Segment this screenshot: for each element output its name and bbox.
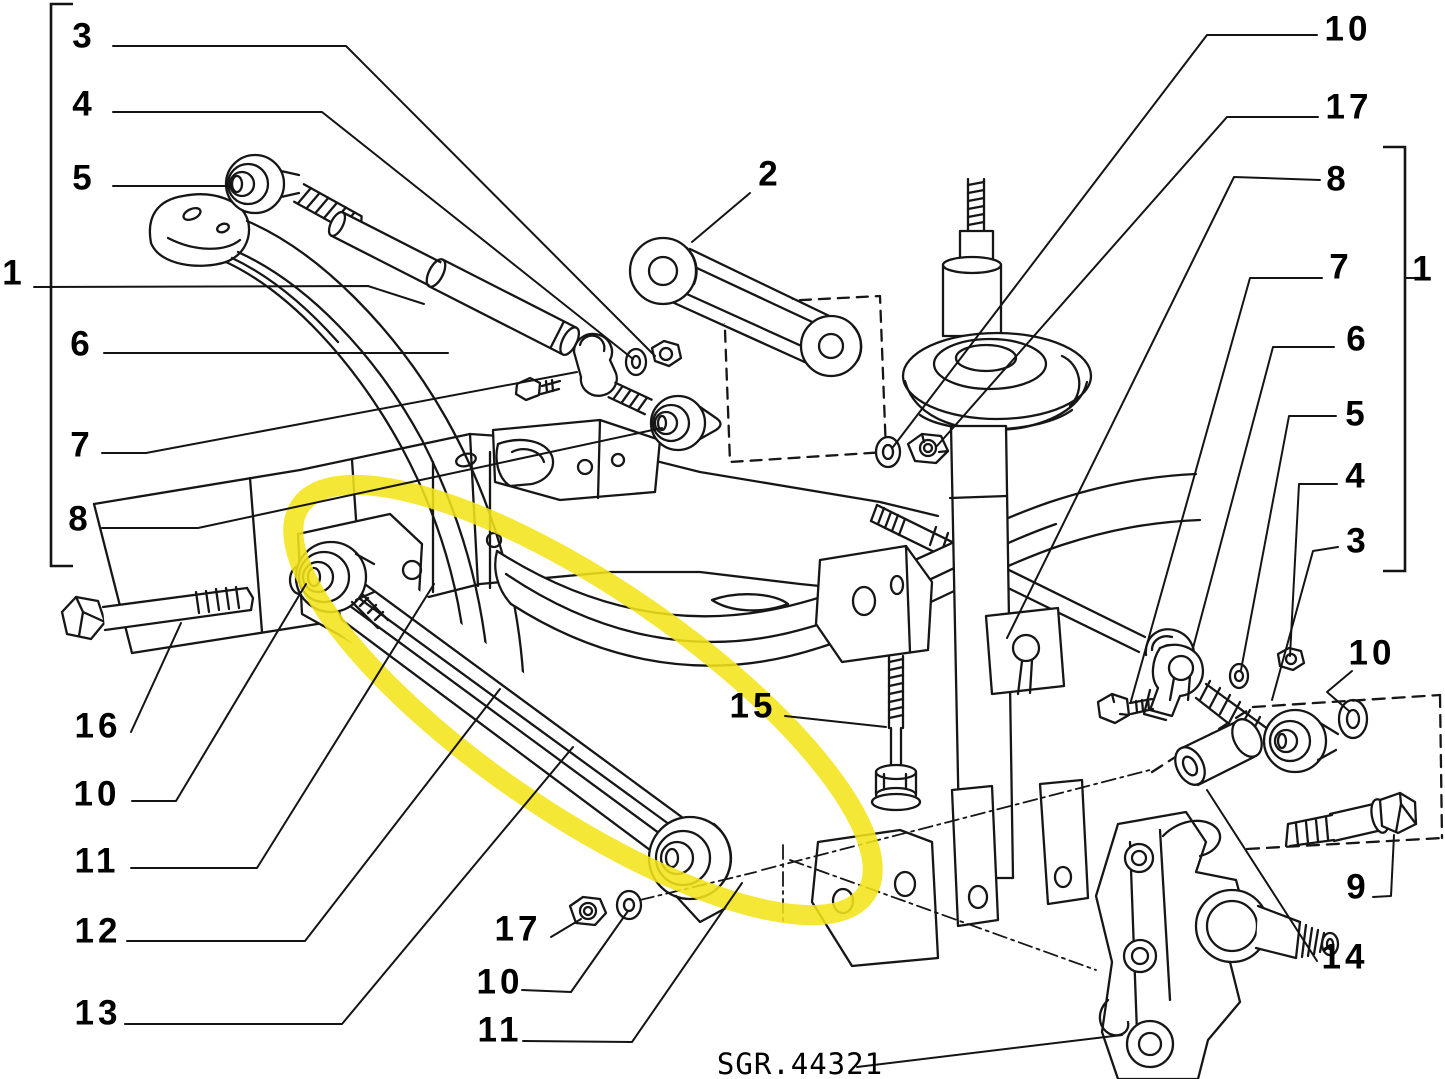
leader-line-center-2 (691, 192, 751, 243)
rod-end-bushing-right (1262, 708, 1328, 774)
callout-left-11: 11 (74, 841, 120, 881)
callout-left-5: 5 (72, 158, 96, 198)
callout-left-16: 16 (74, 706, 122, 746)
bolt-9-shank (1328, 801, 1384, 843)
washer-and-nut-mid (874, 432, 950, 469)
part-reaction-link (628, 236, 888, 464)
callout-top-7: 7 (1329, 247, 1353, 287)
leader-line-top-10 (892, 34, 1318, 448)
left-group-bracket (49, 2, 73, 568)
right-hardware-cluster (1096, 628, 1444, 851)
leader-line-right-5 (1240, 415, 1337, 671)
leader-line-center-15 (784, 715, 887, 728)
callout-left-6: 6 (70, 324, 94, 364)
leader-line-left-3 (112, 45, 656, 357)
leader-line-left-8 (101, 427, 663, 529)
leader-line-right-4 (1289, 483, 1338, 657)
diagram-code: SGR.44321 (716, 1047, 884, 1079)
clamp-upper (572, 332, 614, 362)
leader-line-left-1 (33, 285, 425, 305)
callout-top-10: 10 (1324, 9, 1372, 49)
callout-left-1: 1 (2, 253, 26, 293)
leader-line-top-7 (1130, 277, 1323, 702)
callout-right-4: 4 (1345, 456, 1369, 496)
callout-bottom-10: 10 (476, 962, 524, 1002)
clamp-screw (514, 376, 542, 402)
leader-line-left-7 (101, 371, 578, 454)
nut-rear (568, 895, 608, 927)
leader-line-right-9 (1372, 834, 1395, 898)
leader-line-right-3 (1271, 546, 1339, 701)
part-subframe-crossmember (92, 418, 940, 655)
callout-right-1: 1 (1412, 249, 1436, 289)
callout-right-5: 5 (1345, 394, 1369, 434)
leader-layer (33, 2, 1415, 1068)
callout-right-6: 6 (1346, 319, 1370, 359)
washer-right (1228, 662, 1250, 690)
callout-left-7: 7 (70, 425, 94, 465)
leader-line-bottom-11 (522, 882, 743, 1043)
washer-rear (615, 889, 643, 921)
callout-left-12: 12 (74, 911, 122, 951)
callout-left-10: 10 (73, 774, 121, 814)
part-vertical-stud (870, 654, 922, 812)
callout-center-2: 2 (758, 154, 782, 194)
clamp-shell (1148, 643, 1205, 718)
callout-bottom-11: 11 (477, 1010, 523, 1050)
leader-line-left-13 (124, 746, 574, 1025)
leader-line-right-6 (1192, 346, 1335, 649)
callout-left-4: 4 (72, 84, 96, 124)
part-curved-arm (148, 193, 526, 698)
callout-top-8: 8 (1326, 159, 1350, 199)
leader-line-right-14 (1206, 789, 1318, 962)
spacer-bushing-14 (1174, 746, 1206, 786)
leader-line-right-10 (1326, 670, 1353, 712)
part-adjustable-tie-rod (224, 153, 722, 452)
leader-line-left-4 (112, 111, 634, 360)
part-hub-knuckle (1094, 810, 1340, 1079)
callout-left-3: 3 (72, 16, 96, 56)
callout-right-14: 14 (1321, 937, 1369, 977)
callout-right-9: 9 (1346, 867, 1370, 907)
washer-small (624, 347, 648, 377)
leader-line-left-12 (126, 688, 501, 942)
leader-line-bottom-10 (521, 910, 629, 993)
callout-top-17: 17 (1325, 87, 1373, 127)
part-long-bolt (60, 585, 255, 641)
callout-left-8: 8 (68, 499, 92, 539)
leader-line-bottom-17 (550, 918, 582, 938)
callout-center-15: 15 (729, 686, 777, 726)
callout-bottom-17: 17 (494, 909, 542, 949)
leader-line-left-11 (130, 583, 435, 869)
nut-small (650, 339, 683, 368)
callout-left-13: 13 (74, 993, 122, 1033)
leader-line-top-17 (936, 116, 1319, 447)
leader-line-diagram-code (856, 1034, 1123, 1068)
right-group-bracket (1383, 145, 1407, 573)
callout-right-3: 3 (1346, 521, 1370, 561)
leader-line-left-16 (130, 622, 182, 733)
leader-line-top-8 (1006, 176, 1321, 639)
callout-right-10: 10 (1348, 633, 1396, 673)
leader-line-left-10 (131, 583, 307, 802)
part-shock-absorber-strut (810, 177, 1093, 968)
